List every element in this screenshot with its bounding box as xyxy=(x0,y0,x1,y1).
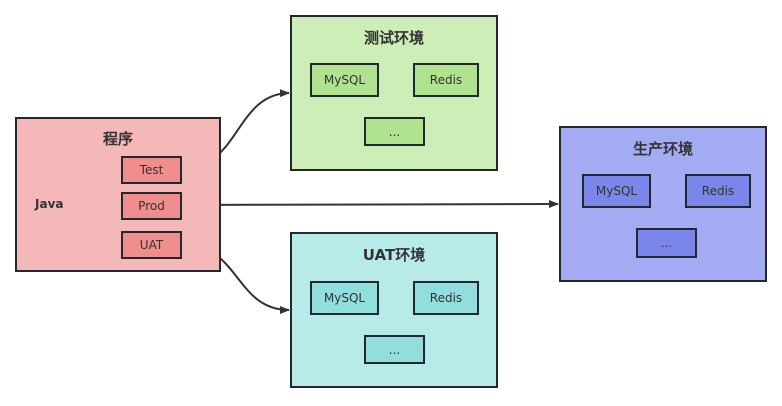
uat-environment-box[interactable]: UAT环境 MySQL Redis ... xyxy=(290,232,498,388)
test-environment-box[interactable]: 测试环境 MySQL Redis ... xyxy=(290,15,498,171)
uat-mysql[interactable]: MySQL xyxy=(310,281,379,315)
program-box[interactable]: 程序 Java Test Prod UAT xyxy=(15,117,221,272)
connector-prod xyxy=(180,200,559,209)
test-more[interactable]: ... xyxy=(364,117,425,146)
test-environment-title: 测试环境 xyxy=(363,29,424,47)
prod-environment-box[interactable]: 生产环境 MySQL Redis ... xyxy=(559,126,767,282)
prod-redis[interactable]: Redis xyxy=(685,174,751,208)
uat-environment-title: UAT环境 xyxy=(362,246,426,264)
prod-more[interactable]: ... xyxy=(636,228,697,258)
test-mysql[interactable]: MySQL xyxy=(310,63,379,97)
profile-test[interactable]: Test xyxy=(121,156,182,184)
prod-mysql[interactable]: MySQL xyxy=(582,174,651,208)
profile-prod[interactable]: Prod xyxy=(121,192,182,220)
test-redis[interactable]: Redis xyxy=(413,63,479,97)
profile-uat[interactable]: UAT xyxy=(121,231,182,259)
uat-redis[interactable]: Redis xyxy=(413,281,479,315)
prod-environment-title: 生产环境 xyxy=(632,140,693,158)
language-label: Java xyxy=(35,197,64,211)
program-title: 程序 xyxy=(102,130,133,148)
uat-more[interactable]: ... xyxy=(364,335,425,364)
